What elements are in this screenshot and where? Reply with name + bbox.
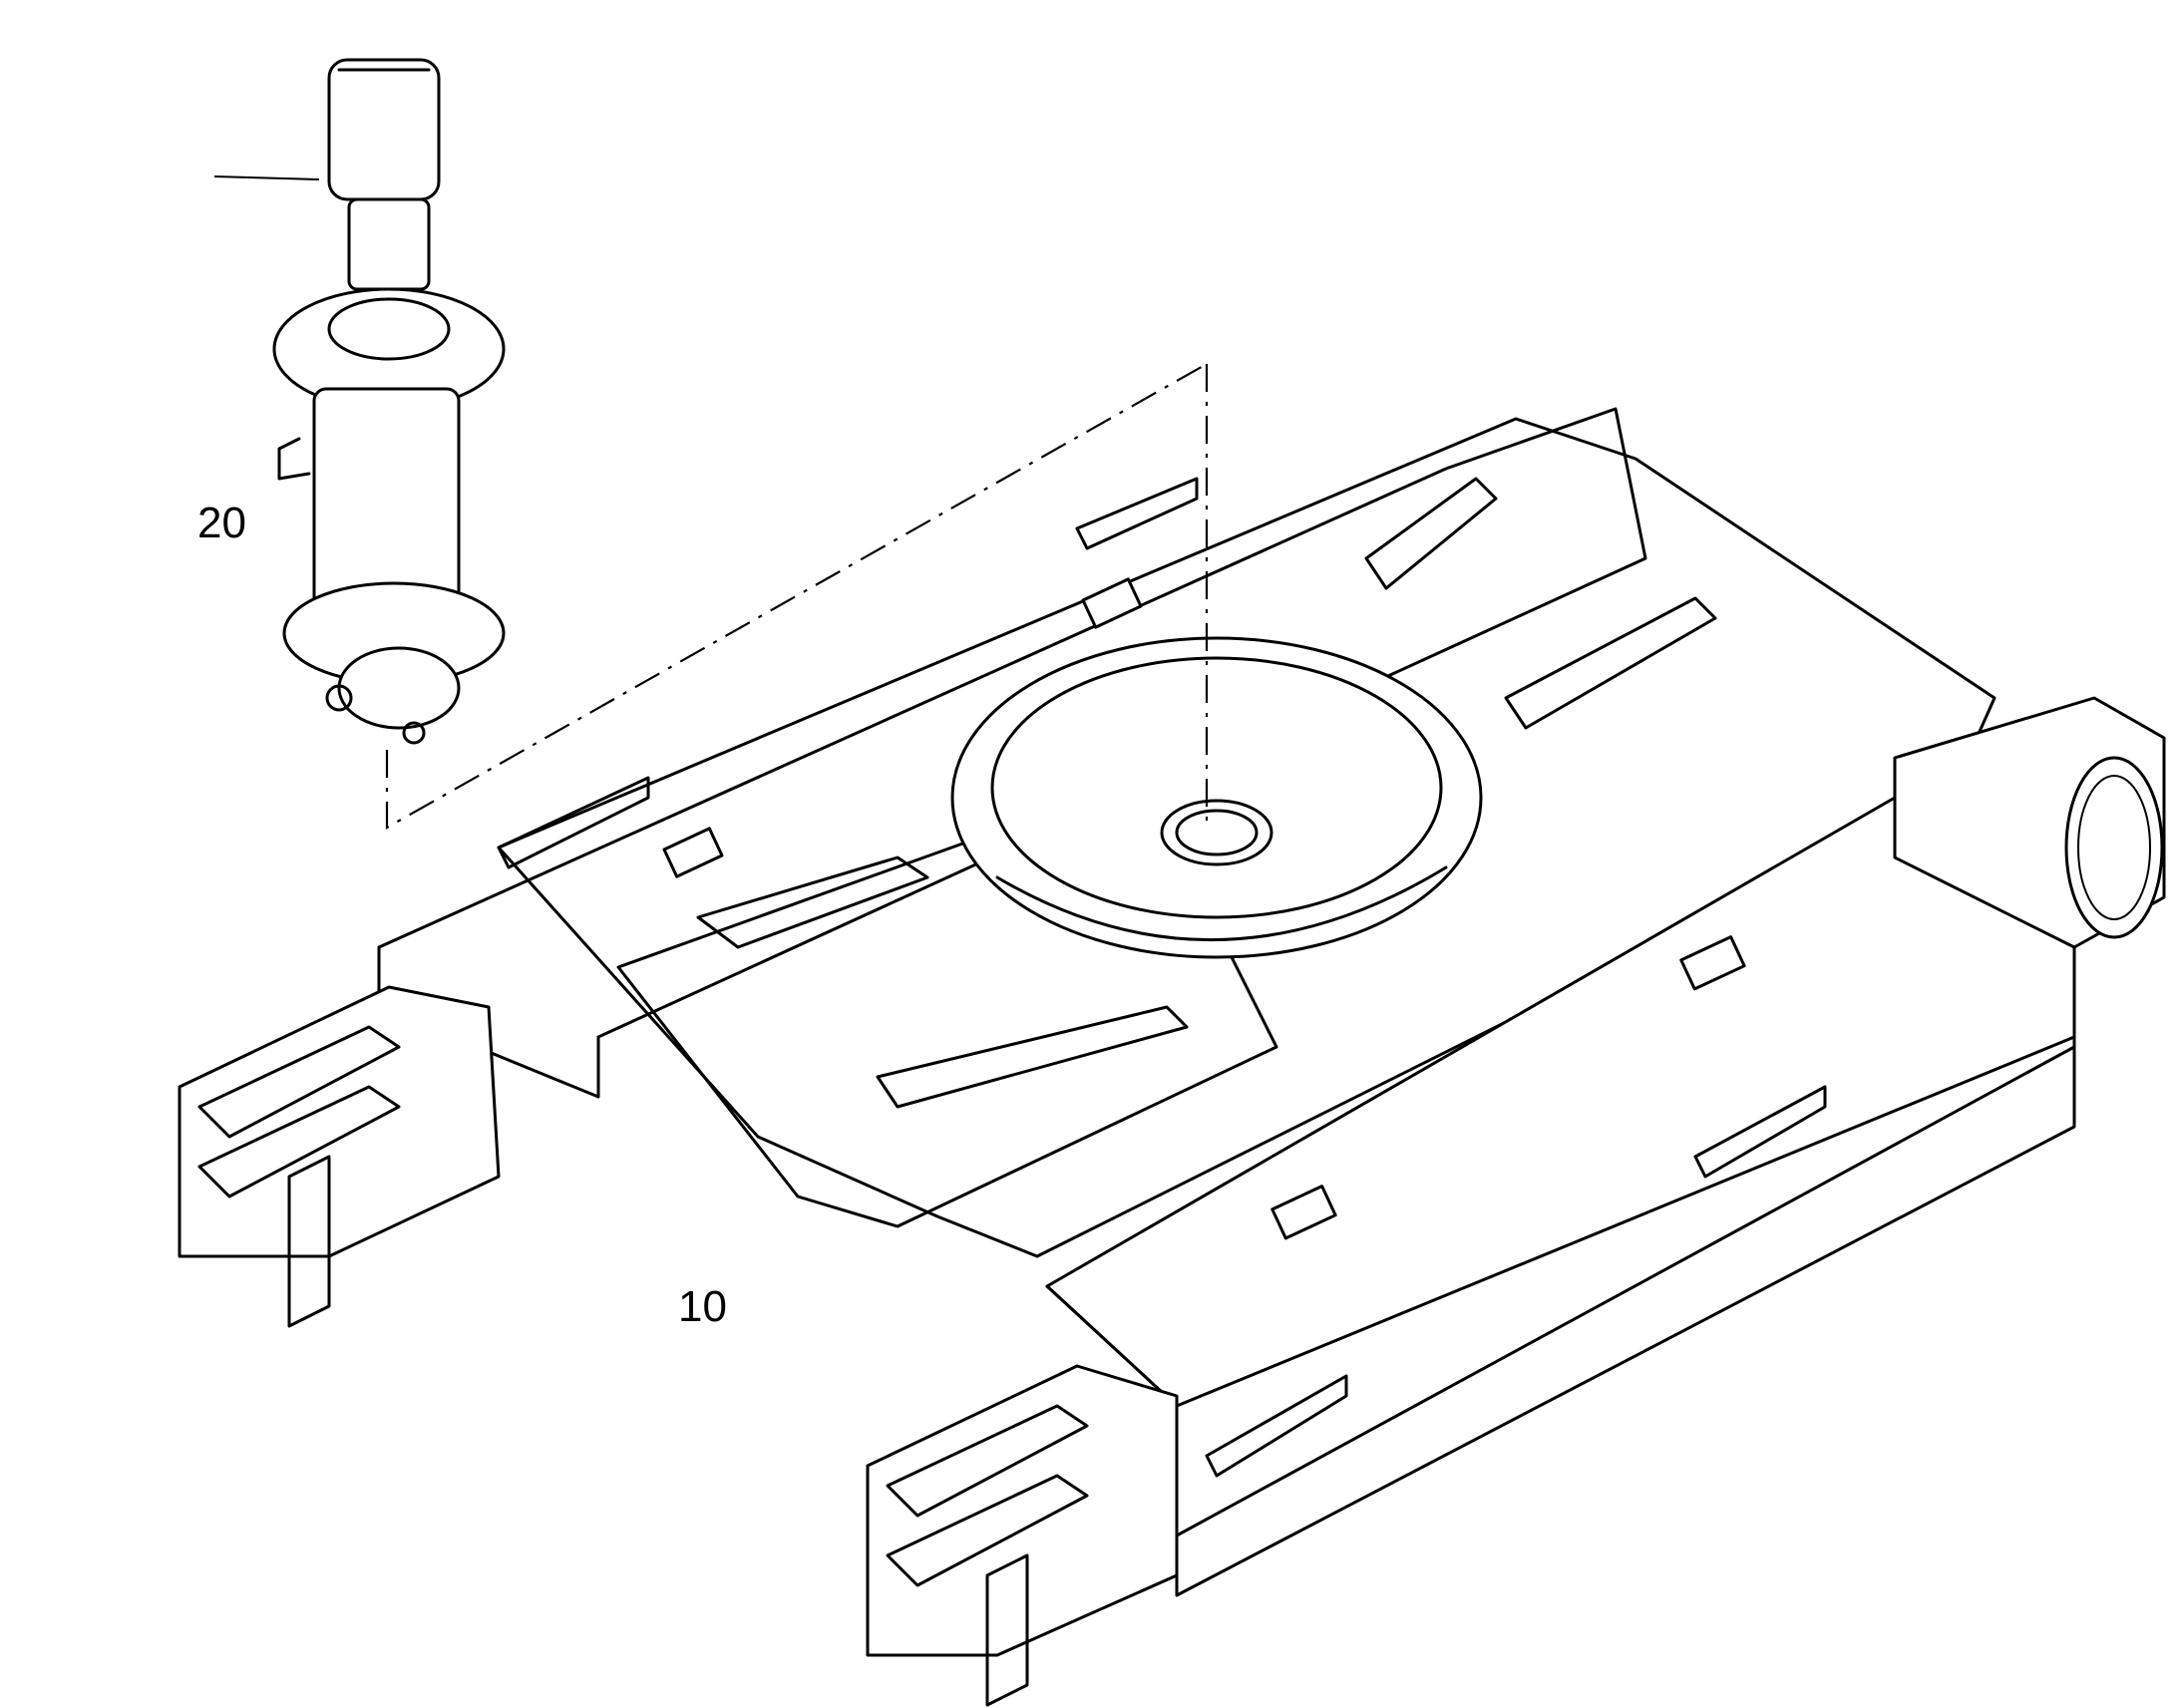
slewing-ring-mount	[950, 636, 1483, 959]
motor-housing	[327, 58, 441, 201]
alignment-lines	[385, 363, 1209, 830]
lower-port-block	[337, 646, 461, 730]
right-front-yoke	[866, 1364, 1179, 1657]
callout-20: 20	[197, 499, 246, 547]
swivel-joint-assembly[interactable]	[213, 58, 506, 745]
valve-block	[347, 197, 431, 291]
sensor-cable	[213, 175, 320, 180]
left-front-yoke	[178, 985, 501, 1258]
idler-bore	[2064, 756, 2164, 939]
centre-bore	[1160, 799, 1273, 866]
callout-10: 10	[678, 1282, 727, 1331]
undercarriage-frame[interactable]	[178, 407, 2166, 1707]
